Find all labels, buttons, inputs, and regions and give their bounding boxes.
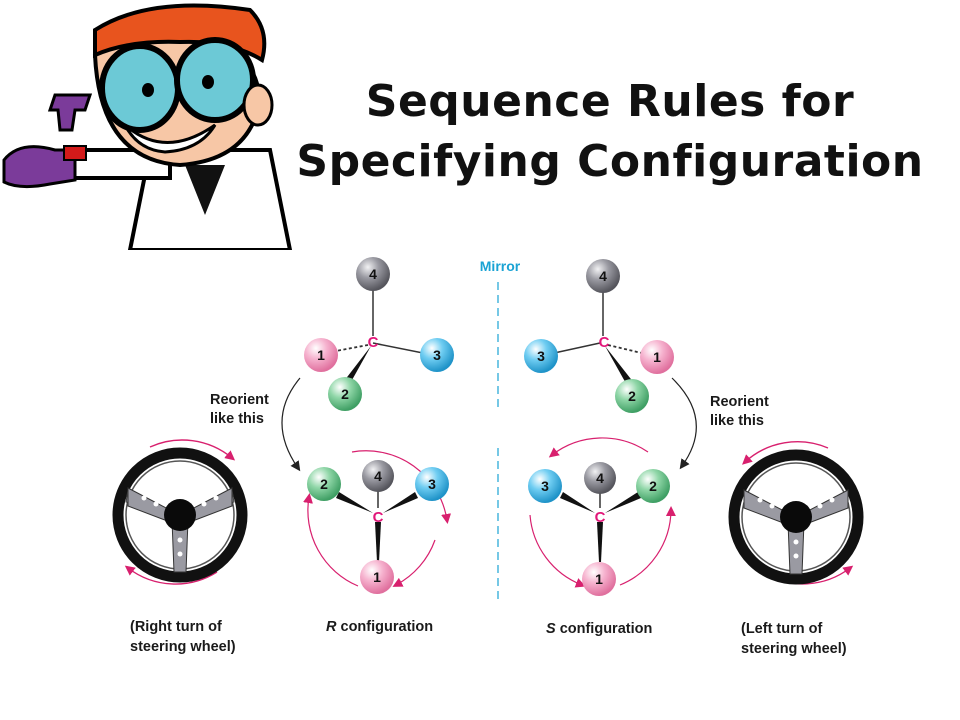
center-carbon: C <box>599 334 610 351</box>
atom-priority-2 <box>615 379 649 413</box>
atom-priority-4 <box>586 259 620 293</box>
svg-text:1: 1 <box>653 349 661 365</box>
svg-text:4: 4 <box>369 266 377 282</box>
atom-priority-4 <box>356 257 390 291</box>
center-carbon: C <box>368 334 379 351</box>
page-title: Sequence Rules for Specifying Configurat… <box>290 72 930 192</box>
center-carbon: C <box>373 509 384 526</box>
steering-wheel-icon <box>728 441 864 585</box>
right-top-molecule: 4 3 1 2 C <box>524 259 674 413</box>
atom-priority-3 <box>524 339 558 373</box>
svg-text:2: 2 <box>628 388 636 404</box>
configuration-word-left: configuration <box>336 619 433 635</box>
atom-priority-1 <box>360 560 394 594</box>
reorient-label-right-2: like this <box>710 413 764 429</box>
reorient-arrow-left <box>281 377 301 472</box>
svg-text:2: 2 <box>341 386 349 402</box>
atom-priority-3 <box>528 469 562 503</box>
svg-text:3: 3 <box>428 476 436 492</box>
configuration-label-left: R configuration <box>326 619 433 635</box>
center-carbon: C <box>595 509 606 526</box>
svg-text:2: 2 <box>649 478 657 494</box>
steering-wheel-icon <box>112 439 248 585</box>
reorient-label-right-1: Reorient <box>710 394 769 410</box>
svg-text:3: 3 <box>541 478 549 494</box>
cartoon-scientist-icon <box>2 3 293 250</box>
left-top-molecule: 4 1 3 2 C <box>304 257 454 411</box>
svg-text:1: 1 <box>595 571 603 587</box>
atom-priority-2 <box>328 377 362 411</box>
left-bottom-molecule: 4 2 3 1 C <box>303 450 451 594</box>
atom-priority-1 <box>304 338 338 372</box>
caption-left-1: (Right turn of <box>130 619 222 635</box>
svg-text:1: 1 <box>317 347 325 363</box>
atom-priority-1 <box>640 340 674 374</box>
svg-text:2: 2 <box>320 476 328 492</box>
atom-priority-2 <box>636 469 670 503</box>
title-line-2: Specifying Configuration <box>296 136 924 187</box>
atom-priority-4 <box>362 460 394 492</box>
atom-priority-4 <box>584 462 616 494</box>
atom-priority-3 <box>420 338 454 372</box>
svg-text:1: 1 <box>373 569 381 585</box>
configuration-word-right: configuration <box>556 621 653 637</box>
atom-priority-1 <box>582 562 616 596</box>
svg-text:3: 3 <box>433 347 441 363</box>
caption-right-1: (Left turn of <box>741 621 823 637</box>
svg-text:4: 4 <box>599 268 607 284</box>
configuration-letter-s: S <box>546 621 556 637</box>
svg-text:3: 3 <box>537 348 545 364</box>
caption-left-2: steering wheel) <box>130 639 236 655</box>
reorient-label-left-1: Reorient <box>210 392 269 408</box>
atom-priority-2 <box>307 467 341 501</box>
atom-priority-3 <box>415 467 449 501</box>
reorient-arrow-right <box>671 377 697 470</box>
reorient-label-left-2: like this <box>210 411 264 427</box>
caption-right-2: steering wheel) <box>741 641 847 657</box>
configuration-letter-r: R <box>326 619 337 635</box>
title-line-1: Sequence Rules for <box>365 76 855 127</box>
configuration-label-right: S configuration <box>546 621 652 637</box>
svg-text:4: 4 <box>596 470 604 486</box>
svg-text:4: 4 <box>374 468 382 484</box>
mirror-label: Mirror <box>480 258 521 274</box>
right-bottom-molecule: 4 3 2 1 C <box>528 437 676 596</box>
